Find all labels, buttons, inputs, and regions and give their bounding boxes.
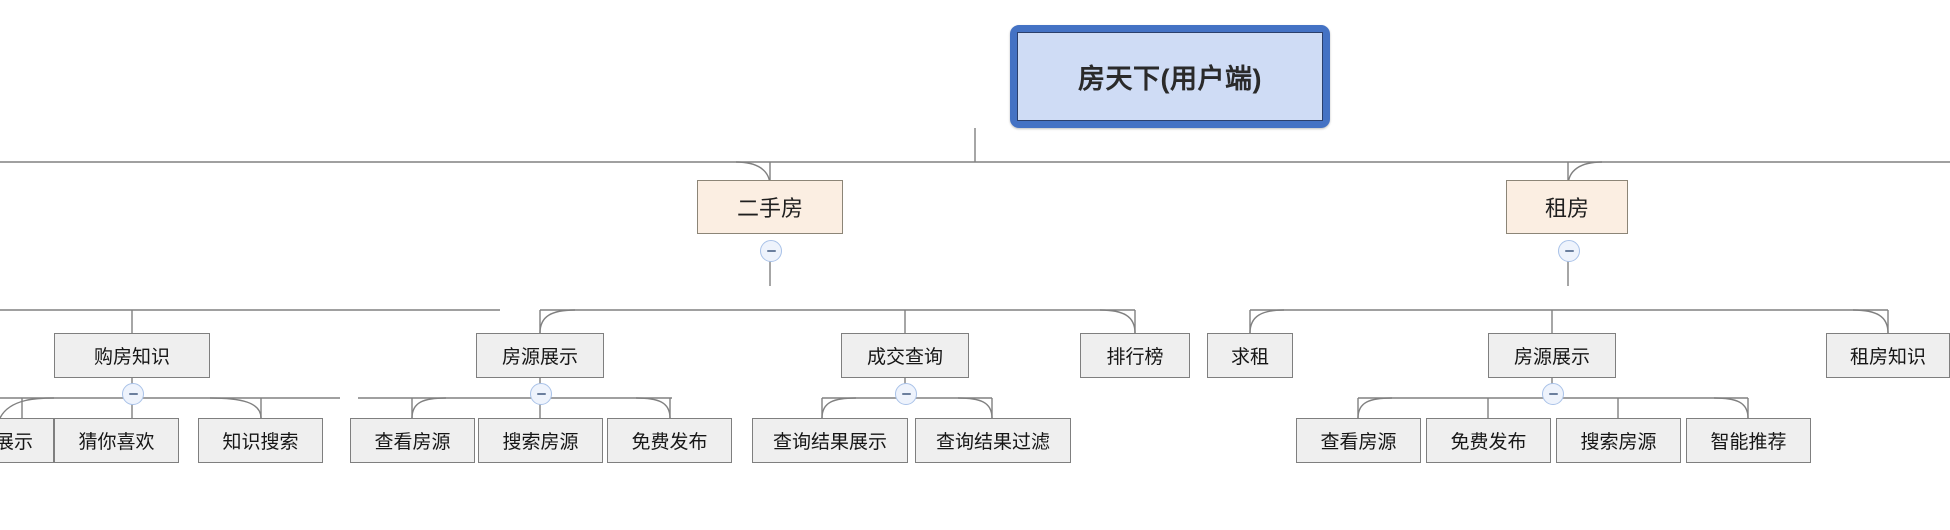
leaf-zhinengtuijian[interactable]: 智能推荐 [1686, 418, 1811, 463]
leaf-mianfeifabu-ershoufang[interactable]: 免费发布 [607, 418, 732, 463]
root-node[interactable]: 房天下(用户端) [1010, 25, 1330, 128]
collapse-badge-fangyuanzhanshi-ershoufang[interactable] [530, 383, 552, 405]
leaf-cainixihuan[interactable]: 猜你喜欢 [54, 418, 179, 463]
node-goufangzhishi[interactable]: 购房知识 [54, 333, 210, 378]
minus-circle-icon [536, 393, 546, 395]
leaf-chakanfangyuan-ershoufang[interactable]: 查看房源 [350, 418, 475, 463]
collapse-badge-chengjiaochaxun[interactable] [895, 383, 917, 405]
node-zufangzhishi[interactable]: 租房知识 [1826, 333, 1950, 378]
leaf-chaxunjieguozhanshi[interactable]: 查询结果展示 [752, 418, 908, 463]
collapse-badge-ershoufang[interactable] [760, 240, 782, 262]
leaf-sousuofangyuan-ershoufang[interactable]: 搜索房源 [478, 418, 603, 463]
node-chengjiaochaxun[interactable]: 成交查询 [841, 333, 969, 378]
leaf-chaxunjieguoguolv[interactable]: 查询结果过滤 [915, 418, 1071, 463]
minus-circle-icon [1548, 393, 1558, 395]
minus-circle-icon [128, 393, 138, 395]
leaf-zhishisousuo[interactable]: 知识搜索 [198, 418, 323, 463]
branch-node-ershoufang[interactable]: 二手房 [697, 180, 843, 234]
branch-node-zufang[interactable]: 租房 [1506, 180, 1628, 234]
minus-circle-icon [901, 393, 911, 395]
node-paihangbang[interactable]: 排行榜 [1080, 333, 1190, 378]
root-node-label: 房天下(用户端) [1017, 32, 1323, 121]
collapse-badge-fangyuanzhanshi-zufang[interactable] [1542, 383, 1564, 405]
minus-circle-icon [766, 250, 776, 252]
node-fangyuanzhanshi-ershoufang[interactable]: 房源展示 [476, 333, 604, 378]
collapse-badge-goufangzhishi[interactable] [122, 383, 144, 405]
leaf-sousuofangyuan-zufang[interactable]: 搜索房源 [1556, 418, 1681, 463]
node-qiuzu[interactable]: 求租 [1207, 333, 1293, 378]
minus-circle-icon [1564, 250, 1574, 252]
leaf-chakanfangyuan-zufang[interactable]: 查看房源 [1296, 418, 1421, 463]
node-fangyuanzhanshi-zufang[interactable]: 房源展示 [1488, 333, 1616, 378]
leaf-zhanshi[interactable]: 展示 [0, 418, 54, 463]
collapse-badge-zufang[interactable] [1558, 240, 1580, 262]
leaf-mianfeifabu-zufang[interactable]: 免费发布 [1426, 418, 1551, 463]
